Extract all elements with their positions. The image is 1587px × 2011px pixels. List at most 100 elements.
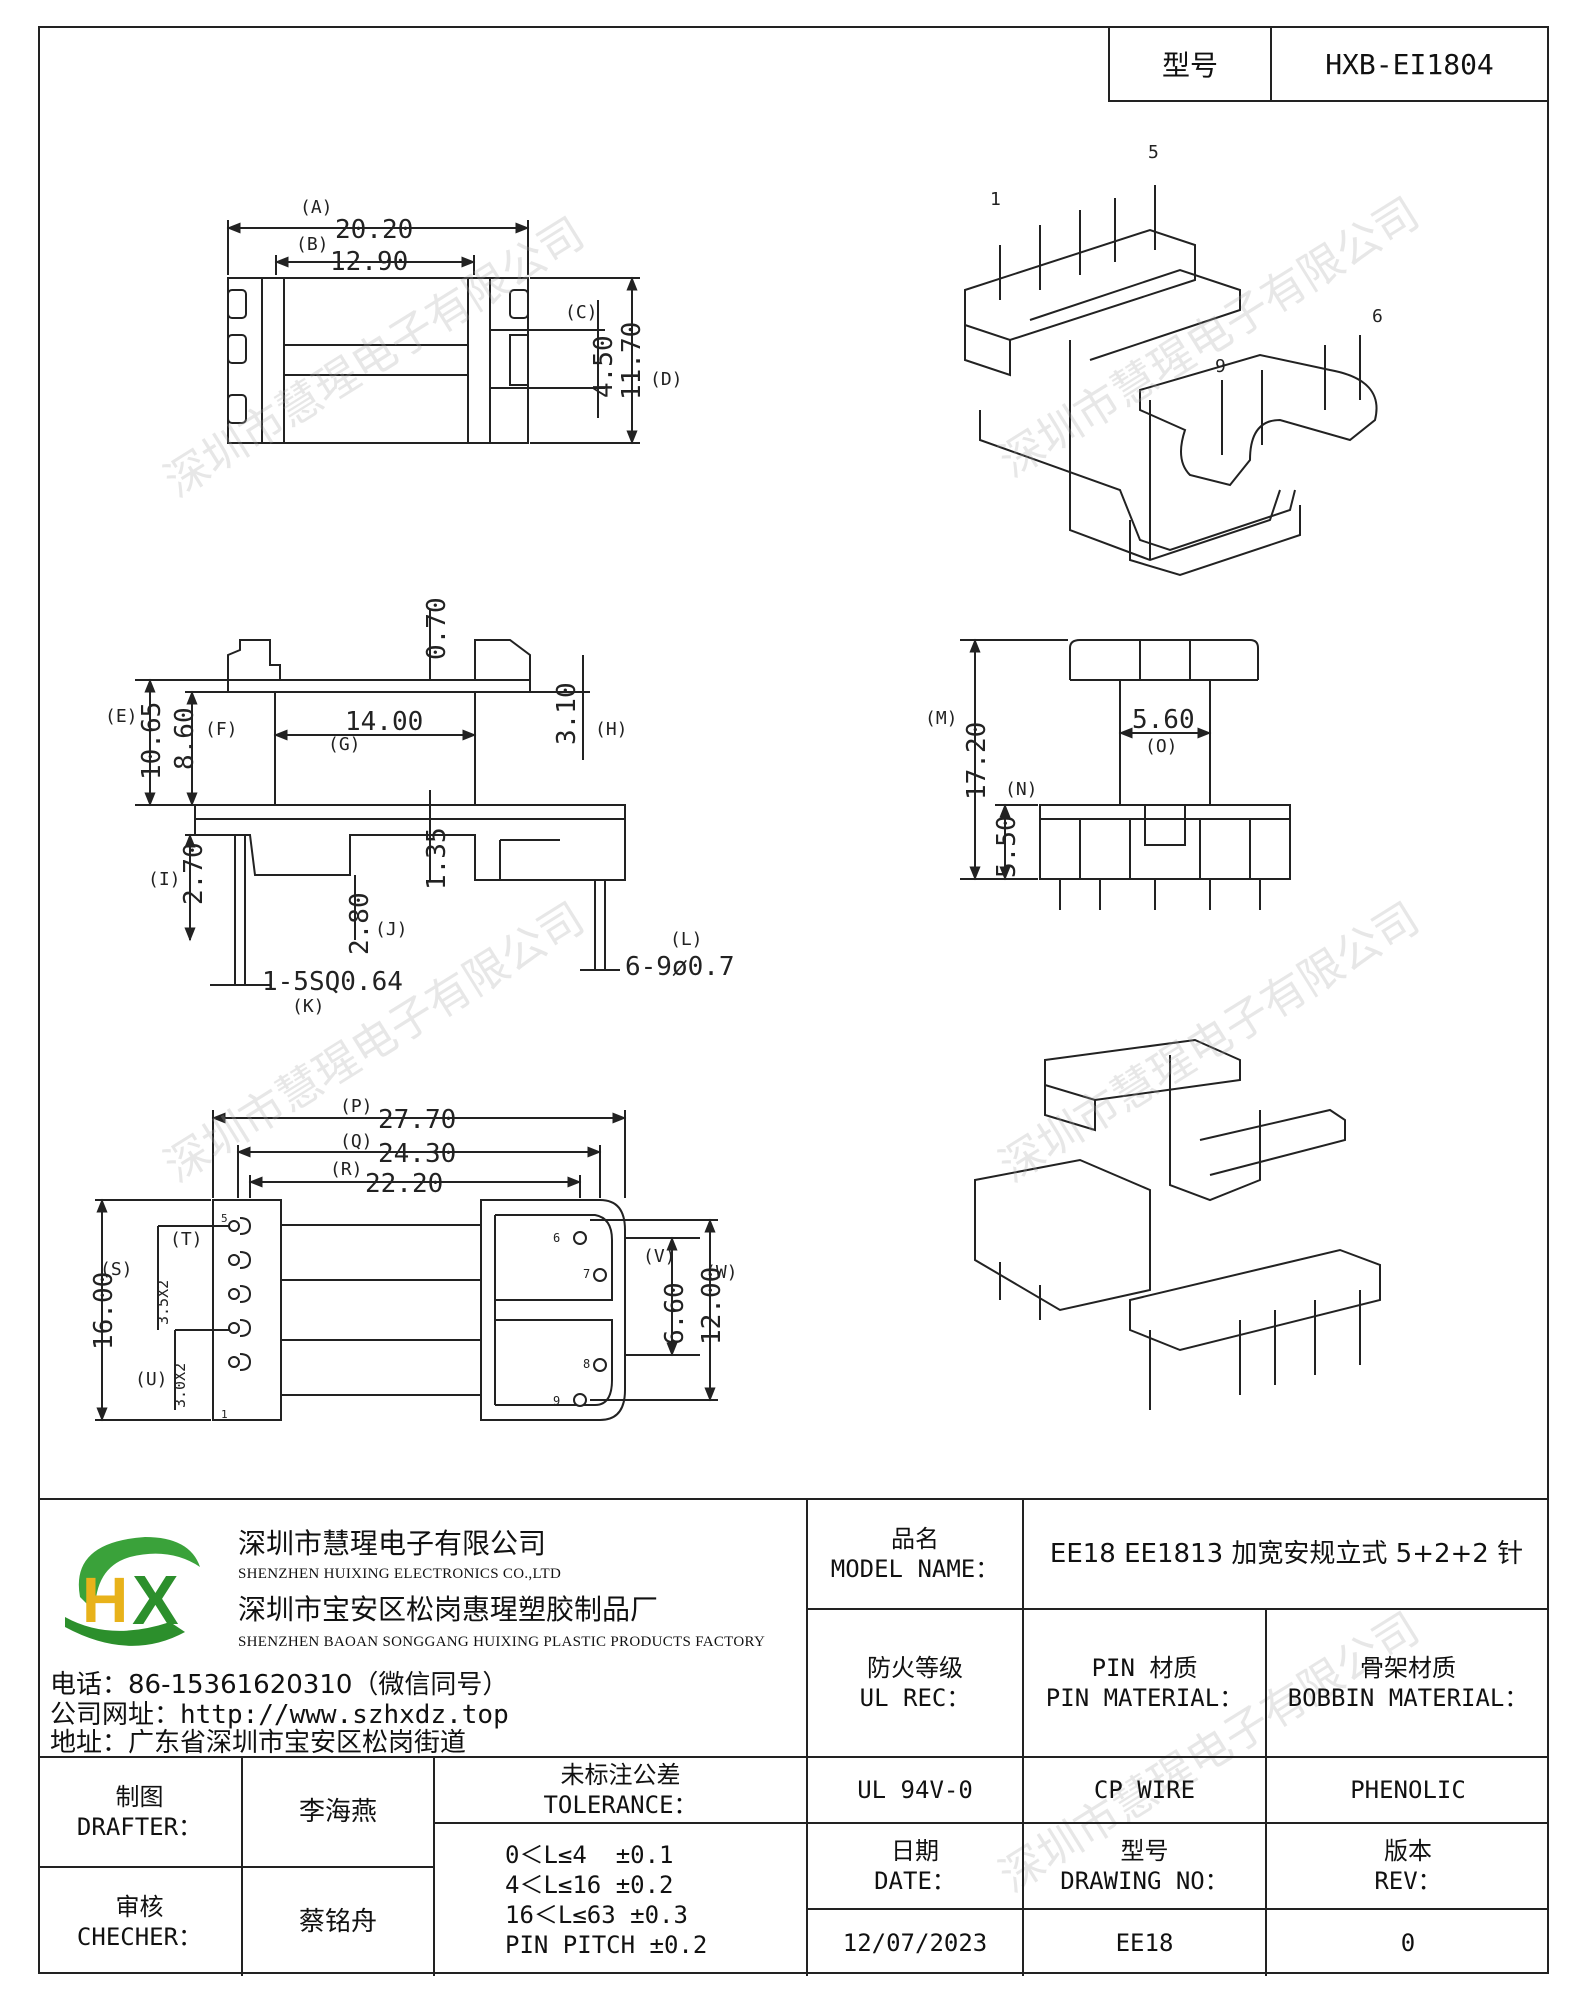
dim-value: 0.70 — [422, 597, 452, 660]
dim-letter: (C) — [565, 302, 598, 323]
model-number-box: 型号 HXB-EI1804 — [1108, 26, 1549, 102]
pin-hole — [228, 1288, 240, 1300]
pin-hole — [228, 1356, 240, 1368]
dim-letter: (A) — [300, 197, 333, 218]
dim-letter: (B) — [296, 234, 329, 255]
dim-value: 10.65 — [137, 702, 167, 780]
dim-value: 3.0X2 — [171, 1363, 189, 1408]
checker-name: 蔡铭舟 — [243, 1868, 435, 1976]
model-name-value: EE18 EE1813 加宽安规立式 5+2+2 针 — [1024, 1500, 1549, 1610]
dim-value: 12.90 — [330, 247, 408, 277]
dim-letter: (M) — [925, 708, 958, 729]
dim-letter: (W) — [705, 1262, 738, 1283]
dim-value: 14.00 — [345, 707, 423, 737]
dim-letter: (G) — [328, 734, 361, 755]
dim-letter: (D) — [650, 369, 683, 390]
company-name-en: SHENZHEN HUIXING ELECTRONICS CO.,LTD — [238, 1566, 562, 1582]
pin-label: 1 — [990, 189, 1001, 210]
dim-letter: (H) — [595, 719, 628, 740]
bottom-view — [95, 1110, 718, 1422]
pin-hole — [228, 1322, 240, 1334]
svg-text:H: H — [82, 1564, 128, 1636]
drawing-no-value: EE18 — [1024, 1910, 1267, 1976]
checker-label: 审核 CHECHER： — [38, 1868, 243, 1976]
dim-value: 1.35 — [422, 827, 452, 890]
dim-value: 20.20 — [335, 215, 413, 245]
dim-letter: (R) — [330, 1159, 363, 1180]
dim-value: 12.00 — [697, 1267, 727, 1345]
end-view — [960, 638, 1291, 910]
pin-label: 9 — [1215, 356, 1226, 377]
pin-hole — [593, 1358, 607, 1372]
dim-letter: (P) — [340, 1096, 373, 1117]
drawing-frame — [38, 26, 1549, 1974]
dim-value: 4.50 — [589, 335, 619, 398]
dim-letter: (J) — [375, 919, 408, 940]
pin-hole — [228, 1254, 240, 1266]
model-value: HXB-EI1804 — [1325, 47, 1494, 81]
svg-text:X: X — [132, 1561, 179, 1639]
dim-value: 3.5X2 — [154, 1280, 172, 1325]
iso-view-bottom — [974, 1038, 1381, 1410]
dim-value: 2.70 — [179, 842, 209, 905]
factory-name-cn: 深圳市宝安区松岗惠瑆塑胶制品厂 — [238, 1593, 659, 1626]
dim-value: 6.60 — [660, 1282, 690, 1345]
dim-value: 2.80 — [345, 892, 375, 955]
pin-label: 6 — [553, 1231, 560, 1245]
dim-letter: (N) — [1005, 779, 1038, 800]
pin-material-label: PIN 材质 PIN MATERIAL： — [1024, 1610, 1267, 1758]
tolerance-label: 未标注公差 TOLERANCE： — [435, 1758, 808, 1824]
ul-rec-value: UL 94V-0 — [808, 1758, 1024, 1824]
side-view — [135, 610, 626, 986]
rev-value: 0 — [1400, 1929, 1416, 1957]
dim-value: 3.10 — [552, 682, 582, 745]
tolerance-list: 0＜L≤4 ±0.1 4＜L≤16 ±0.2 16＜L≤63 ±0.3 PIN … — [435, 1824, 808, 1976]
model-name-label: 品名 MODEL NAME： — [808, 1500, 1024, 1610]
dim-letter: (S) — [100, 1259, 133, 1280]
drafter-label: 制图 DRAFTER： — [38, 1758, 243, 1868]
dim-value: 27.70 — [378, 1105, 456, 1135]
pin-label: 7 — [583, 1267, 590, 1281]
pin-hole — [573, 1231, 587, 1245]
pin-hole — [228, 1220, 240, 1232]
dim-letter: (E) — [105, 706, 138, 727]
pin-hole — [573, 1393, 587, 1407]
drafter-name: 李海燕 — [243, 1758, 435, 1868]
company-info: H X 深圳市慧瑆电子有限公司 SHENZHEN HUIXING ELECTRO… — [38, 1500, 808, 1758]
pin-label: 6 — [1372, 306, 1383, 327]
dim-value: 5.50 — [992, 815, 1022, 878]
dim-value: 24.30 — [378, 1139, 456, 1169]
date-label: 日期 DATE： — [808, 1824, 1024, 1910]
dim-letter: (L) — [670, 929, 703, 950]
dim-letter: (K) — [292, 996, 325, 1017]
iso-view-top — [964, 185, 1378, 577]
dim-value: 5.60 — [1132, 705, 1195, 735]
title-block: H X 深圳市慧瑆电子有限公司 SHENZHEN HUIXING ELECTRO… — [38, 1498, 1549, 1976]
dim-letter: (T) — [170, 1229, 203, 1250]
dim-letter: (F) — [205, 719, 238, 740]
pin-label: 5 — [1148, 142, 1159, 163]
bobbin-material-label: 骨架材质 BOBBIN MATERIAL： — [1267, 1610, 1549, 1758]
model-label: 型号 — [1110, 28, 1272, 100]
date-value: 12/07/2023 — [808, 1910, 1024, 1976]
company-name-cn: 深圳市慧瑆电子有限公司 — [238, 1527, 547, 1560]
dim-value: 11.70 — [617, 322, 647, 400]
company-logo-icon: H X — [65, 1537, 200, 1646]
dim-letter: (O) — [1145, 736, 1178, 757]
pin-label: 8 — [583, 1357, 590, 1371]
dim-letter: (V) — [643, 1246, 676, 1267]
pin-material-value: CP WIRE — [1024, 1758, 1267, 1824]
top-view — [226, 220, 640, 445]
dim-value: 8.60 — [170, 707, 200, 770]
dim-value: 16.00 — [89, 1272, 119, 1350]
company-phone: 电话：86-15361620310（微信同号） — [50, 1670, 509, 1700]
factory-name-en: SHENZHEN BAOAN SONGGANG HUIXING PLASTIC … — [238, 1634, 766, 1650]
pin-label: 1 — [221, 1408, 228, 1421]
company-address: 地址：广东省深圳市宝安区松岗街道 — [50, 1728, 467, 1758]
dim-letter: (Q) — [340, 1131, 373, 1152]
company-website: 公司网址：http://www.szhxdz.top — [50, 1700, 509, 1730]
bobbin-material-value: PHENOLIC — [1267, 1758, 1549, 1824]
dim-value: 17.20 — [962, 722, 992, 800]
dim-value: 6-9ø0.7 — [625, 952, 735, 982]
pin-hole — [593, 1268, 607, 1282]
